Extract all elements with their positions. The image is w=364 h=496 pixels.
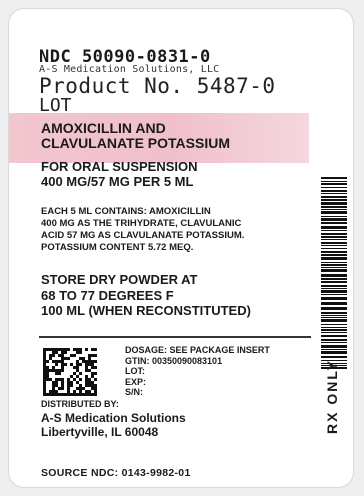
lot-label: LOT [39, 95, 72, 116]
drug-form-line: FOR ORAL SUSPENSION [41, 159, 198, 174]
datamatrix-code [43, 348, 97, 396]
contents-line: EACH 5 ML CONTAINS: AMOXICILLIN [41, 206, 211, 217]
dosage-note: DOSAGE: SEE PACKAGE INSERT [125, 345, 270, 355]
contents-line: ACID 57 MG AS CLAVULANATE POTASSIUM. [41, 230, 245, 241]
drug-form: FOR ORAL SUSPENSION 400 MG/57 MG PER 5 M… [41, 159, 301, 189]
contents-line: POTASSIUM CONTENT 5.72 MEQ. [41, 242, 194, 253]
drug-name-highlight [9, 113, 309, 163]
storage-line: 68 TO 77 DEGREES F [41, 287, 174, 303]
storage-instructions: STORE DRY POWDER AT 68 TO 77 DEGREES F 1… [41, 272, 311, 319]
company-small-text: A-S Medication Solutions, LLC [39, 64, 220, 75]
storage-line: STORE DRY POWDER AT [41, 272, 198, 287]
contents-line: 400 MG AS THE TRIHYDRATE, CLAVULANIC [41, 218, 242, 229]
contents-statement: EACH 5 ML CONTAINS: AMOXICILLIN 400 MG A… [41, 206, 317, 254]
section-divider [39, 336, 311, 338]
lot-field: LOT: [125, 366, 145, 376]
ndc-number: NDC 50090-0831-0 [39, 47, 211, 67]
product-number: Product No. 5487-0 [39, 74, 276, 98]
barcode [321, 177, 347, 369]
drug-name-line: AMOXICILLIN AND [41, 120, 166, 136]
distributor-city: Libertyville, IL 60048 [41, 425, 159, 439]
distributor-name: A-S Medication Solutions [41, 411, 186, 425]
drug-label: NDC 50090-0831-0 A-S Medication Solution… [8, 8, 354, 488]
serial-field: S/N: [125, 387, 143, 397]
rx-only-text: RX ONLY [324, 359, 340, 434]
distributor-block: A-S Medication Solutions Libertyville, I… [41, 411, 186, 439]
gtin-number: GTIN: 00350090083101 [125, 355, 223, 366]
drug-name-line: CLAVULANATE POTASSIUM [41, 135, 230, 151]
drug-strength: 400 MG/57 MG PER 5 ML [41, 174, 194, 189]
distributed-by-heading: DISTRIBUTED BY: [41, 399, 119, 409]
exp-field: EXP: [125, 376, 147, 387]
volume-line: 100 ML (WHEN RECONSTITUTED) [41, 303, 251, 318]
tracking-info: DOSAGE: SEE PACKAGE INSERT GTIN: 0035009… [125, 345, 305, 398]
drug-name: AMOXICILLIN AND CLAVULANATE POTASSIUM [41, 121, 301, 151]
source-ndc: SOURCE NDC: 0143-9982-01 [41, 467, 191, 479]
